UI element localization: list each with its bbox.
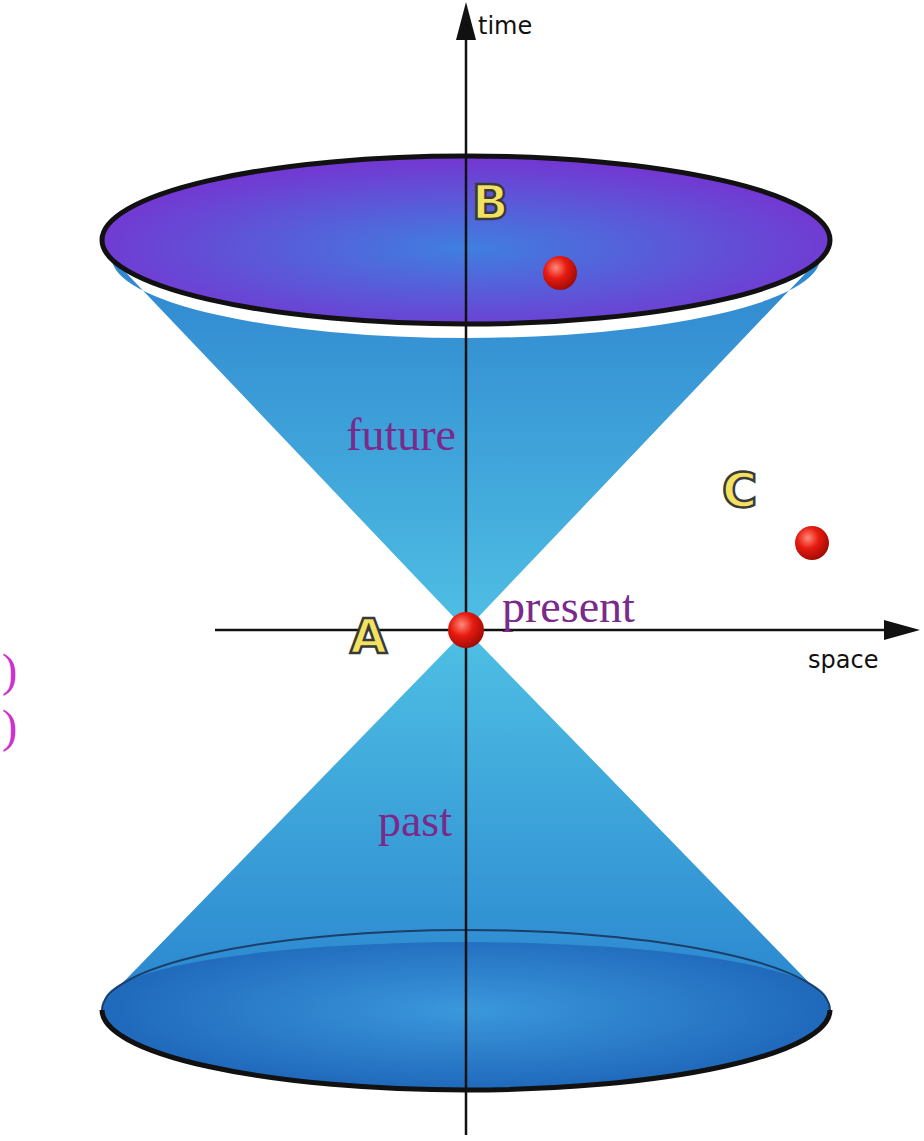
region-label: present <box>502 584 635 630</box>
region-label: future <box>346 412 456 458</box>
axis-label: space <box>808 648 878 672</box>
axis-label: time <box>478 14 532 38</box>
event-letter: A <box>350 612 387 660</box>
event-letter: C <box>722 466 757 514</box>
cut-off-text: ) <box>2 648 17 694</box>
event-letter: B <box>472 178 509 226</box>
region-label: past <box>378 798 452 844</box>
cut-off-text: ) <box>2 704 17 750</box>
